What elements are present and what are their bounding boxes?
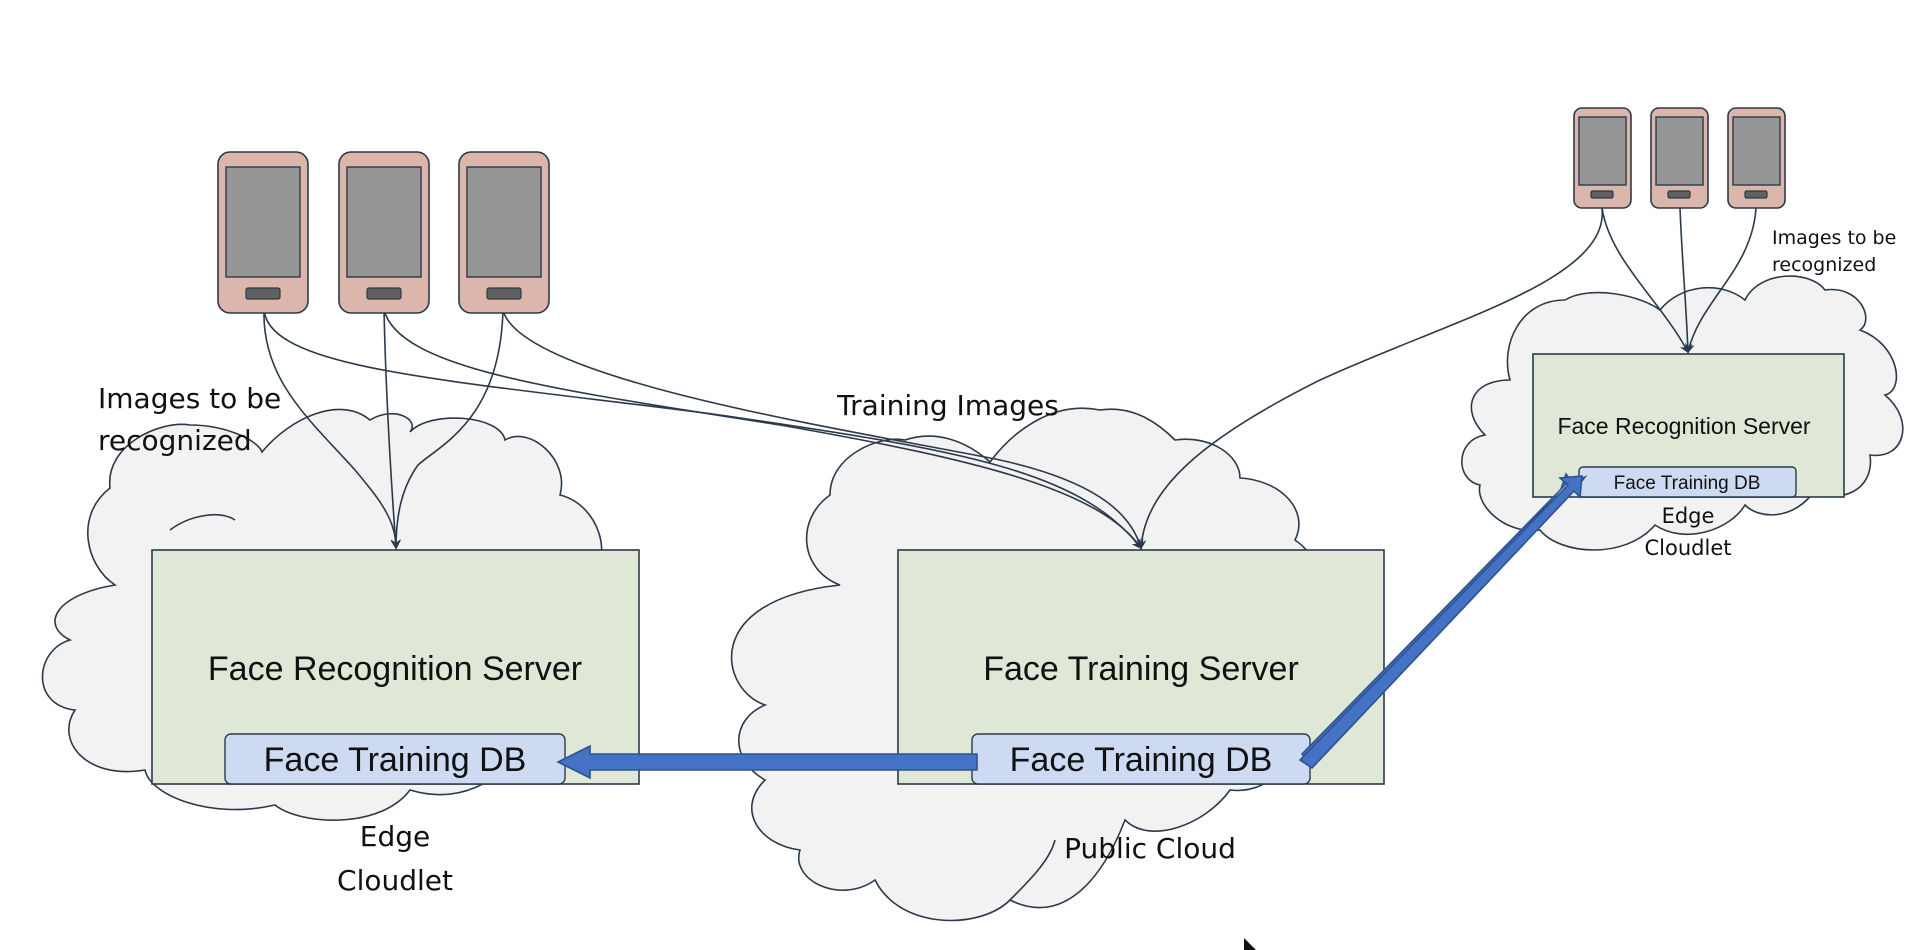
- right-images-label-line2: recognized: [1772, 254, 1876, 276]
- left-phone2-to-recognition-connector: [383, 309, 401, 550]
- right-phone1-to-training-connector: [1136, 207, 1603, 550]
- right-phone-1-smartphone-icon: [1573, 107, 1632, 209]
- right-images-label-line1: Images to be: [1772, 227, 1896, 249]
- face-training-server-label: Face Training Server: [983, 650, 1299, 688]
- left-cloudlet-label-line1: Edge: [360, 820, 430, 853]
- left-images-label-line2: recognized: [98, 424, 252, 457]
- sync-to-left-db-arrow: [556, 744, 978, 780]
- right-phone2-to-recognition-connector: [1679, 207, 1693, 354]
- right-cloudlet-label-line2: Cloudlet: [1645, 536, 1732, 560]
- left-phone-1-smartphone-icon: [217, 151, 309, 314]
- training-images-label: Training Images: [836, 389, 1059, 422]
- right-phone-3-smartphone-icon: [1727, 107, 1786, 209]
- right-phone-2-smartphone-icon: [1650, 107, 1709, 209]
- right-face-recognition-server-label: Face Recognition Server: [1557, 413, 1810, 439]
- left-phone-3-smartphone-icon: [458, 151, 550, 314]
- left-face-recognition-server-label: Face Recognition Server: [208, 650, 582, 688]
- mouse-cursor-icon: [1244, 938, 1256, 950]
- left-face-training-db-label: Face Training DB: [264, 741, 527, 779]
- left-phone3-to-training-connector: [502, 309, 1144, 550]
- right-face-training-db-label: Face Training DB: [1614, 473, 1761, 494]
- right-phone3-to-recognition-connector: [1685, 207, 1757, 354]
- left-phone1-to-recognition-connector: [263, 309, 401, 550]
- left-cloudlet-label-line2: Cloudlet: [337, 864, 453, 897]
- left-phone2-to-training-connector: [383, 309, 1142, 550]
- left-images-label-line1: Images to be: [98, 382, 281, 415]
- public-face-training-db-label: Face Training DB: [1010, 741, 1273, 779]
- public-cloud-label: Public Cloud: [1064, 832, 1236, 865]
- right-phone1-to-recognition-connector: [1601, 207, 1689, 354]
- left-phone-2-smartphone-icon: [338, 151, 430, 314]
- right-cloudlet-label-line1: Edge: [1662, 504, 1715, 528]
- left-phone3-to-recognition-connector: [391, 309, 504, 550]
- sync-to-right-db-arrow: [1298, 475, 1583, 770]
